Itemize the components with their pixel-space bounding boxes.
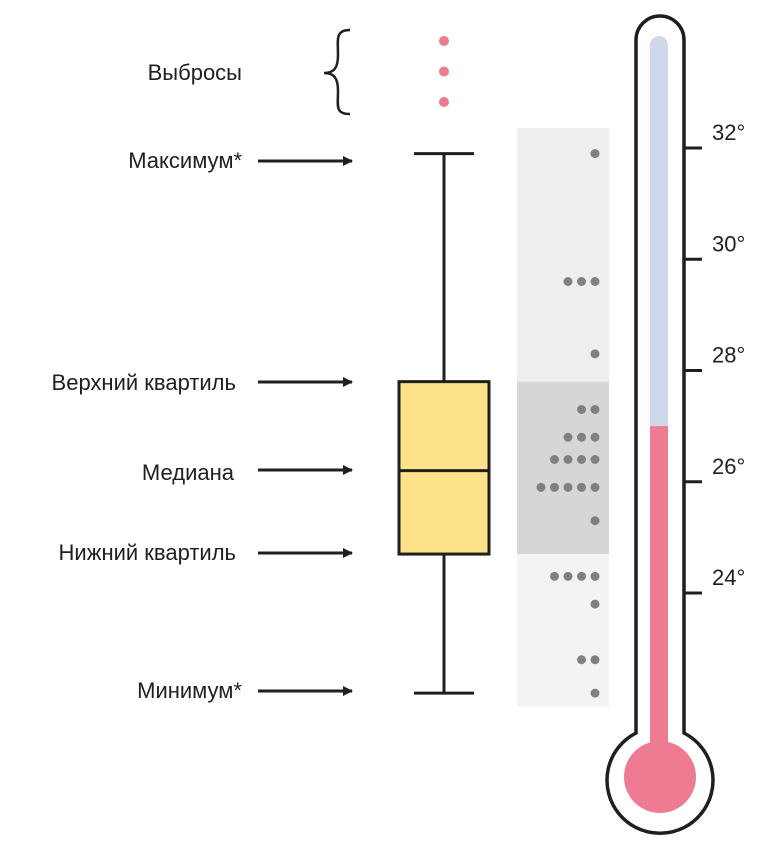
thermometer-bulb [624, 741, 696, 813]
data-dot [577, 655, 586, 665]
data-dot [590, 516, 600, 526]
thermometer-fill [650, 426, 668, 760]
thermometer-icon [605, 14, 715, 835]
scale-tick-label: 24° [712, 565, 745, 590]
scale-tick-label: 28° [712, 343, 745, 368]
data-dot [590, 688, 600, 698]
data-dot [590, 277, 600, 286]
label-minimum: Минимум* [137, 678, 242, 703]
data-dot [563, 277, 573, 286]
label-median: Медиана [142, 460, 235, 485]
data-dot [590, 455, 600, 464]
label-lower-quartile: Нижний квартиль [59, 540, 236, 565]
data-dot [590, 571, 600, 581]
data-dot [577, 482, 586, 492]
scale-tick-label: 32° [712, 120, 745, 145]
data-dot [550, 571, 559, 581]
data-dot [590, 432, 600, 442]
outlier-dot [439, 36, 449, 46]
data-dot [590, 655, 600, 665]
scale-tick-label: 30° [712, 231, 745, 256]
data-dots [536, 149, 600, 698]
data-dot [590, 482, 600, 492]
data-dot [563, 571, 573, 581]
outlier-dot [439, 97, 449, 107]
data-dot [577, 432, 586, 442]
data-dot [590, 349, 600, 359]
boxplot [397, 152, 491, 695]
outliers-brace [323, 28, 351, 116]
outlier-dots [439, 36, 449, 107]
outlier-dot [439, 66, 449, 77]
dot-plot-bands [517, 128, 609, 707]
data-dot [577, 455, 586, 464]
data-dot [536, 482, 546, 492]
data-dot [590, 404, 600, 414]
label-maximum: Максимум* [128, 148, 242, 173]
data-dot [550, 455, 559, 464]
data-dot [577, 277, 586, 286]
scale-tick-label: 26° [712, 454, 745, 479]
data-dot [563, 455, 573, 464]
data-dot [590, 149, 600, 159]
band-upper [517, 128, 609, 382]
data-dot [563, 482, 573, 492]
data-dot [577, 404, 586, 414]
data-dot [563, 432, 573, 442]
data-dot [577, 571, 586, 581]
label-outliers: Выбросы [148, 60, 242, 85]
label-upper-quartile: Верхний квартиль [52, 370, 236, 395]
data-dot [590, 599, 600, 609]
data-dot [550, 482, 559, 492]
temperature-scale: 24° 26° 28° 30° 32° [684, 120, 745, 595]
iqr-box [397, 380, 491, 556]
